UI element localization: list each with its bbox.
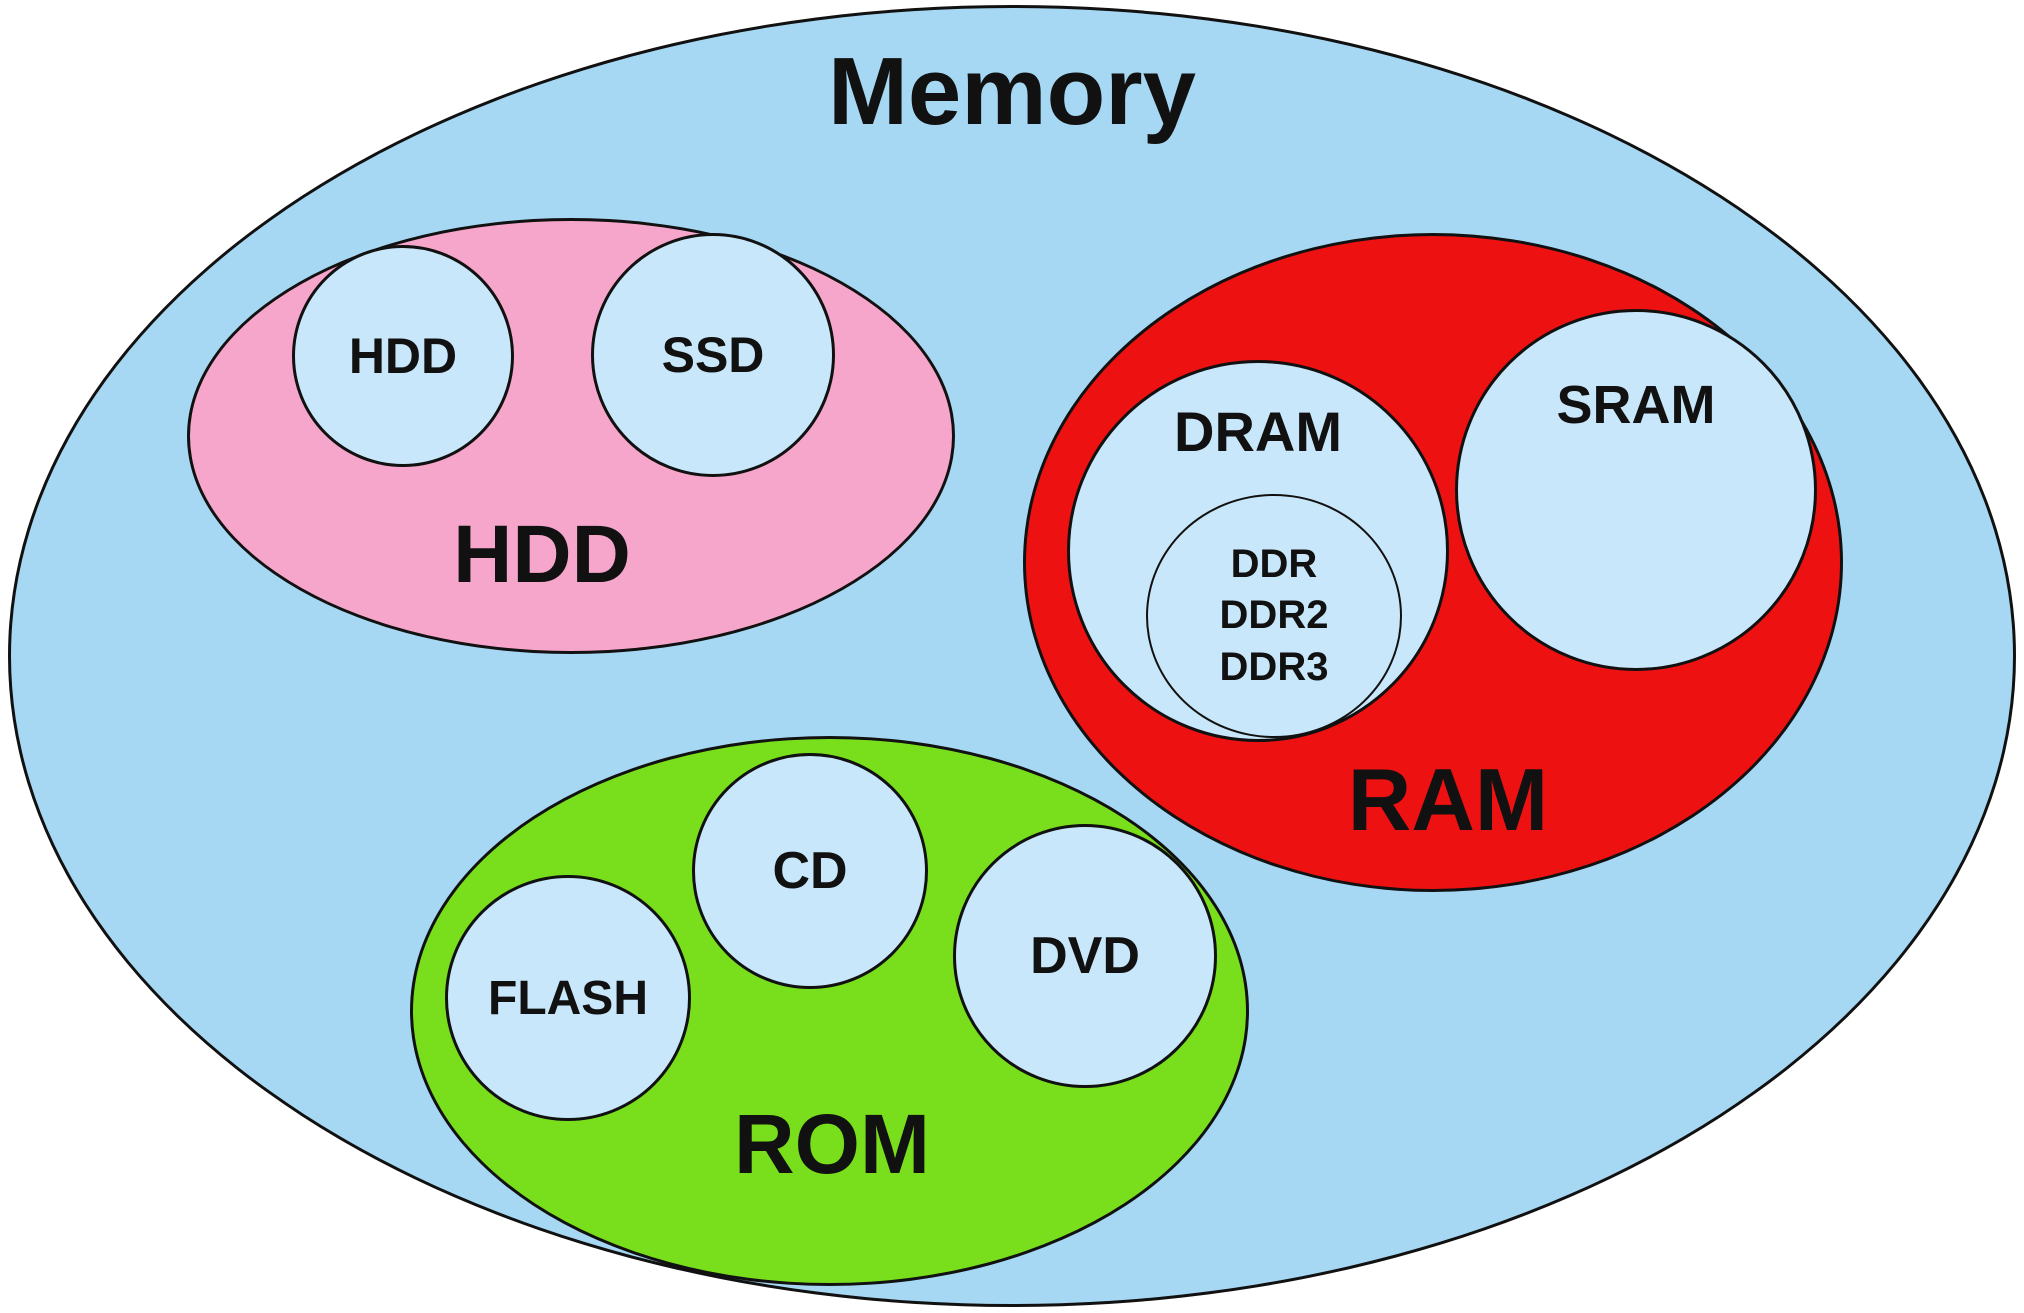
dvd-label: DVD [1030, 927, 1140, 985]
flash-circle: FLASH [445, 875, 691, 1121]
dram-label: DRAM [1174, 400, 1342, 463]
ram-group-label: RAM [1347, 750, 1549, 849]
cd-label: CD [772, 842, 848, 900]
dvd-circle: DVD [953, 824, 1217, 1088]
memory-title: Memory [827, 38, 1197, 145]
ddr-line: DDR [1230, 542, 1318, 587]
ssd-label: SSD [661, 327, 765, 383]
hdd-label: HDD [348, 328, 458, 384]
hdd-circle: HDD [292, 245, 514, 467]
rom-group-label: ROM [734, 1097, 930, 1191]
flash-label: FLASH [488, 971, 648, 1025]
ssd-circle: SSD [591, 233, 835, 477]
sram-label: SRAM [1556, 375, 1716, 435]
hdd-group-label: HDD [453, 509, 631, 600]
cd-circle: CD [692, 753, 928, 989]
ddr-line: DDR2 [1219, 593, 1329, 638]
sram-circle [1455, 309, 1817, 671]
ddr-circle: DDR DDR2 DDR3 [1146, 494, 1402, 738]
ddr-line: DDR3 [1219, 644, 1329, 689]
